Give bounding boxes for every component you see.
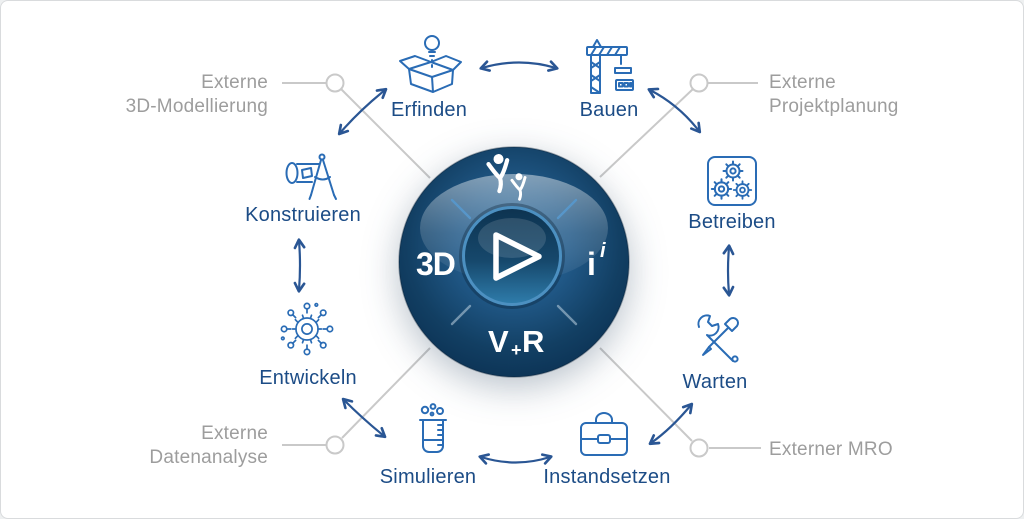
- arrow-entwickeln-konstruieren: [293, 238, 306, 293]
- 3dexperience-compass-logo: 3D i i V + R: [398, 146, 630, 378]
- crossed-tools-icon: [697, 314, 739, 363]
- arrow-erfinden-bauen: [479, 60, 559, 72]
- construction-crane-icon: [586, 39, 634, 94]
- external-label-line: 3D-Modellierung: [125, 96, 268, 117]
- beaker-icon: [419, 403, 447, 453]
- external-label-mro: Externer MRO: [769, 438, 893, 462]
- logo-r-text: R: [522, 324, 544, 359]
- arrow-simulieren-entwickeln: [341, 397, 387, 439]
- network-hub-icon: [280, 302, 334, 356]
- node-label-betreiben: Betreiben: [688, 211, 776, 233]
- external-label-line: Externer MRO: [769, 439, 893, 460]
- external-label-line: Externe: [769, 72, 836, 93]
- node-label-konstruieren: Konstruieren: [245, 204, 361, 226]
- node-label-instandsetzen: Instandsetzen: [543, 466, 671, 488]
- external-label-3d-modellierung: Externe 3D-Modellierung: [31, 71, 268, 119]
- open-box-lightbulb-icon: [399, 35, 462, 93]
- connector-node-dot: [689, 438, 709, 458]
- external-label-line: Datenanalyse: [149, 447, 268, 468]
- toolbox-icon: [580, 412, 628, 456]
- arrow-betreiben-warten: [722, 244, 735, 297]
- arrow-konstruieren-erfinden: [337, 87, 388, 136]
- node-label-erfinden: Erfinden: [390, 99, 468, 121]
- external-label-line: Externe: [201, 423, 268, 444]
- arrow-warten-instandsetzen: [648, 402, 694, 446]
- gears-panel-icon: [707, 156, 757, 206]
- node-label-warten: Warten: [682, 371, 748, 393]
- logo-i-sup-text: i: [600, 240, 606, 262]
- people-icon: [486, 154, 527, 201]
- connector-node-dot: [325, 73, 345, 93]
- external-label-line: Externe: [201, 72, 268, 93]
- node-label-entwickeln: Entwickeln: [259, 367, 357, 389]
- external-label-projektplanung: Externe Projektplanung: [769, 71, 899, 119]
- external-label-line: Projektplanung: [769, 96, 899, 117]
- node-label-bauen: Bauen: [579, 99, 639, 121]
- stage-arrows: [293, 60, 735, 465]
- arrow-instandsetzen-simulieren: [478, 453, 553, 465]
- node-label-simulieren: Simulieren: [379, 466, 477, 488]
- external-label-datenanalyse: Externe Datenanalyse: [31, 422, 268, 470]
- play-button: [459, 203, 565, 309]
- logo-3d-text: 3D: [416, 246, 455, 282]
- arrow-bauen-betreiben: [647, 87, 702, 134]
- logo-plus-text: +: [511, 340, 522, 360]
- logo-i-text: i: [587, 246, 596, 282]
- logo-v-text: V: [488, 324, 509, 359]
- connector-node-dot: [689, 73, 709, 93]
- quadrant-separators: [450, 198, 578, 326]
- blueprint-compass-icon: [285, 153, 337, 200]
- play-triangle-icon: [493, 232, 542, 281]
- connector-node-dot: [325, 435, 345, 455]
